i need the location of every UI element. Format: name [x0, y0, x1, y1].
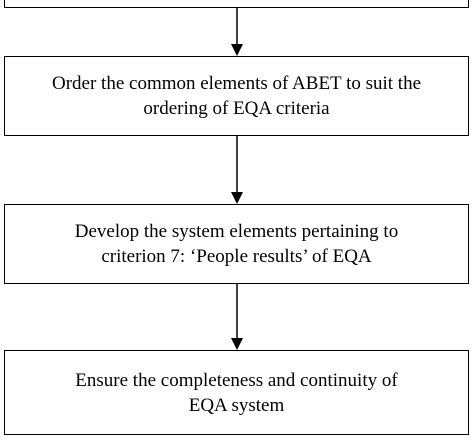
flowchart-step-develop-elements: Develop the system elements pertaining t… — [4, 204, 469, 284]
step-text-line: Order the common elements of ABET to sui… — [51, 73, 422, 94]
step-text-line: Ensure the completeness and continuity o… — [75, 369, 398, 391]
flowchart-step-ensure-completeness: Ensure the completeness and continuity o… — [4, 350, 469, 435]
arrow-connector-1 — [231, 8, 243, 56]
arrow-connector-2 — [231, 136, 243, 204]
step-text-line: criterion 7: ‘People results’ of EQA — [101, 246, 372, 267]
step-text-line: Develop the system elements pertaining t… — [74, 221, 399, 242]
flowchart-step-order-elements: Order the common elements of ABET to sui… — [4, 56, 469, 136]
arrow-connector-3 — [231, 284, 243, 350]
step-text-line: ordering of EQA criteria — [143, 98, 330, 119]
step-text-line: EQA system — [188, 394, 285, 416]
flowchart-step-previous — [4, 0, 469, 8]
